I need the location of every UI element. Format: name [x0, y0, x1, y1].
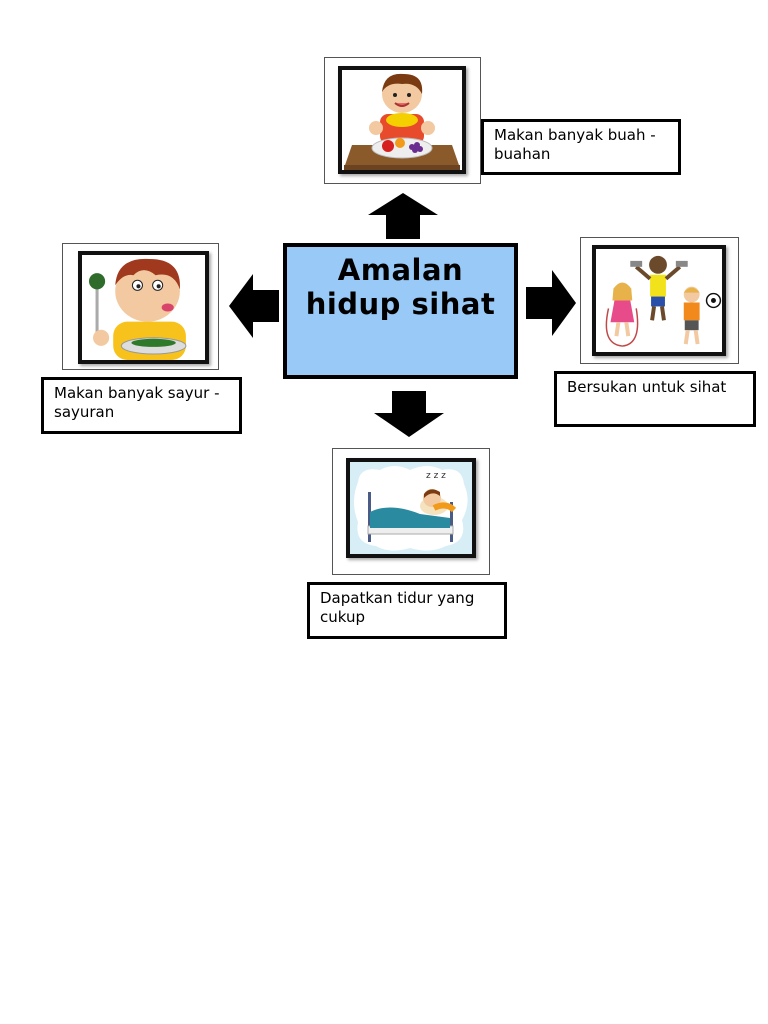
arrow-left-icon [229, 274, 279, 338]
arrow-right-icon [526, 270, 576, 336]
arrow-up-icon [368, 193, 438, 239]
sleeping-child-icon: z z z [350, 462, 472, 554]
node-right-picture [592, 245, 726, 356]
exercise-kids-icon [596, 249, 722, 352]
eating-fruit-icon [342, 70, 462, 170]
node-bottom-label: Dapatkan tidur yang cukup [307, 582, 507, 639]
node-left-picture [78, 251, 209, 364]
node-bottom-picture: z z z [346, 458, 476, 558]
node-right-label: Bersukan untuk sihat [554, 371, 756, 427]
arrow-down-icon [374, 391, 444, 437]
node-right-frame [580, 237, 739, 364]
node-left-label: Makan banyak sayur - sayuran [41, 377, 242, 434]
node-left-frame [62, 243, 219, 370]
svg-text:z z z: z z z [426, 471, 446, 481]
node-top-label: Makan banyak buah - buahan [481, 119, 681, 175]
node-top-picture [338, 66, 466, 174]
node-top-frame [324, 57, 481, 184]
node-bottom-frame: z z z [332, 448, 490, 575]
eating-vegetables-icon [82, 255, 205, 360]
center-title: Amalan hidup sihat [305, 253, 496, 321]
center-topic-box: Amalan hidup sihat [283, 243, 518, 379]
